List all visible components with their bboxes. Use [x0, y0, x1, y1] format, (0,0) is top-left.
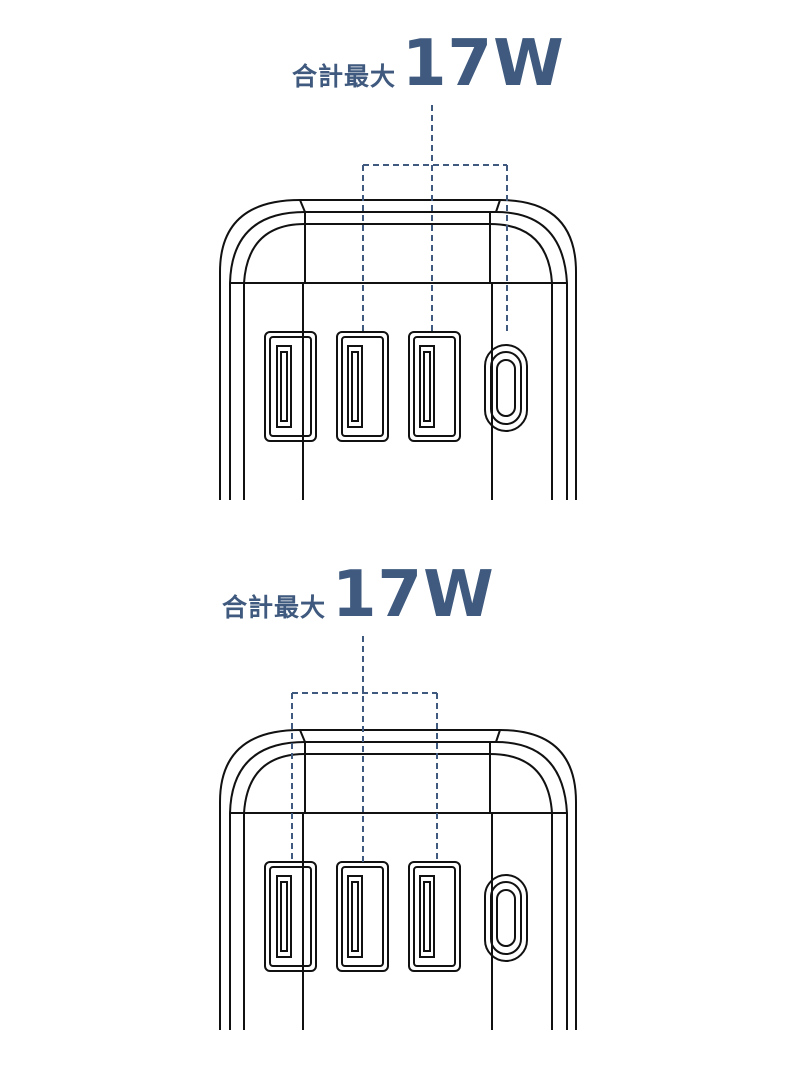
power-label-prefix: 合計最大 — [292, 62, 397, 91]
charger-housing — [219, 729, 577, 1030]
charger-housing — [219, 199, 577, 500]
usb-a-port-2 — [336, 331, 389, 442]
charger-illustration — [219, 636, 577, 1030]
usb-c-port — [484, 344, 528, 432]
power-label-prefix: 合計最大 — [222, 593, 327, 622]
power-label-value: 17W — [402, 27, 565, 101]
diagram-panel-bottom: 合計最大17W — [0, 533, 800, 1066]
usb-a-port-2 — [336, 861, 389, 972]
power-label-value: 17W — [332, 558, 495, 632]
power-label: 合計最大17W — [222, 563, 495, 627]
diagram-panel-top: 合計最大17W — [0, 0, 800, 533]
usb-a-port-1 — [264, 861, 317, 972]
charger-illustration — [219, 105, 577, 500]
grouping-bracket — [362, 105, 508, 335]
usb-a-port-3 — [408, 331, 461, 442]
usb-a-port-1 — [264, 331, 317, 442]
power-label: 合計最大17W — [292, 32, 565, 96]
usb-c-port — [484, 874, 528, 962]
usb-a-port-3 — [408, 861, 461, 972]
grouping-bracket — [291, 636, 438, 863]
